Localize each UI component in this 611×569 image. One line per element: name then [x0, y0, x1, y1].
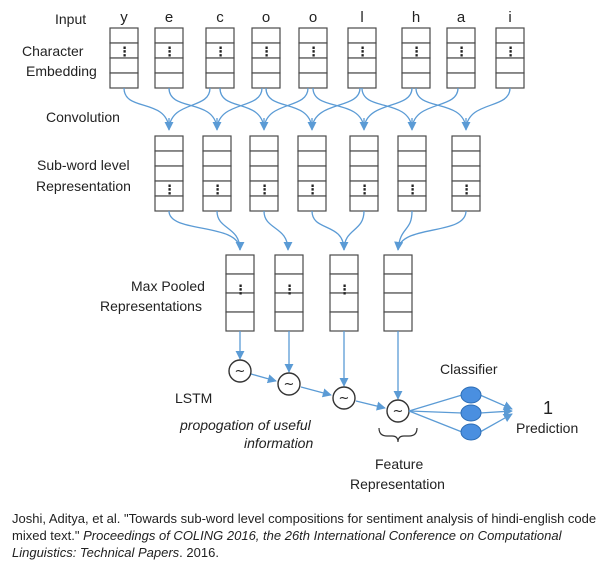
subword-dots-3: ⋮: [306, 183, 319, 198]
maxpool-to-lstm-arrows: [235, 331, 403, 400]
propagation-label-line1: propogation of useful: [179, 417, 312, 433]
embedding-dots-2: ⋮: [214, 45, 227, 60]
citation-plain: Joshi, Aditya, et al. "Towards sub-word …: [12, 511, 597, 543]
maxpool-connectors: [168, 210, 467, 251]
embedding-dots-5: ⋮: [356, 45, 369, 60]
subword-column-6: ⋮: [451, 135, 481, 212]
prediction-value: 1: [543, 398, 553, 418]
subword-dots-4: ⋮: [358, 183, 371, 198]
classifier-connectors: [408, 394, 513, 433]
input-char-1: e: [165, 9, 173, 26]
lstm-cell-1: ~: [277, 372, 301, 396]
maxpool-label-line1: Max Pooled: [131, 278, 205, 294]
subword-dots-1: ⋮: [211, 183, 224, 198]
embedding-dots-7: ⋮: [455, 45, 468, 60]
maxpool-dots-1: ⋮: [283, 283, 296, 298]
maxpool-column-0: ⋮: [225, 254, 255, 332]
maxpool-label-line2: Representations: [100, 298, 202, 314]
input-char-8: i: [508, 9, 511, 26]
input-char-3: o: [262, 9, 270, 26]
embedding-dots-8: ⋮: [504, 45, 517, 60]
subword-dots-0: ⋮: [163, 183, 176, 198]
embedding-column-0: ⋮: [109, 27, 139, 89]
subword-column-5: ⋮: [397, 135, 427, 212]
embedding-column-7: ⋮: [446, 27, 476, 89]
input-label: Input: [55, 11, 86, 27]
char-embedding-label-line2: Embedding: [26, 63, 97, 79]
convolution-label: Convolution: [46, 109, 120, 125]
propagation-label-line2: information: [244, 435, 313, 451]
maxpool-column-1: ⋮: [274, 254, 304, 332]
embedding-column-3: ⋮: [251, 27, 281, 89]
maxpool-column-3: [383, 254, 413, 332]
char-embedding-label-line1: Character: [22, 43, 84, 59]
input-char-4: o: [309, 9, 317, 26]
embedding-column-1: ⋮: [154, 27, 184, 89]
embedding-column-6: ⋮: [401, 27, 431, 89]
embedding-dots-1: ⋮: [163, 45, 176, 60]
embedding-column-5: ⋮: [347, 27, 377, 89]
embedding-column-8: ⋮: [495, 27, 525, 89]
subword-column-4: ⋮: [349, 135, 379, 212]
input-char-7: a: [457, 9, 466, 26]
embedding-column-2: ⋮: [205, 27, 235, 89]
input-char-5: l: [360, 9, 363, 26]
lstm-symbol-3: ~: [393, 404, 404, 419]
input-char-2: c: [216, 9, 224, 26]
classifier-label: Classifier: [440, 361, 498, 377]
embedding-dots-6: ⋮: [410, 45, 423, 60]
embedding-column-4: ⋮: [298, 27, 328, 89]
input-char-6: h: [412, 9, 420, 26]
lstm-symbol-2: ~: [339, 391, 350, 406]
maxpool-dots-2: ⋮: [338, 283, 351, 298]
embedding-dots-3: ⋮: [260, 45, 273, 60]
classifier-node-2: [460, 423, 482, 441]
maxpool-column-2: ⋮: [329, 254, 359, 332]
subword-column-0: ⋮: [154, 135, 184, 212]
classifier-node-1: [460, 404, 482, 422]
embedding-dots-4: ⋮: [307, 45, 320, 60]
prediction-label: Prediction: [516, 420, 578, 436]
subword-column-1: ⋮: [202, 135, 232, 212]
citation-venue: Proceedings of COLING 2016, the 26th Int…: [12, 528, 562, 560]
feature-label-line1: Feature: [375, 456, 423, 472]
subword-dots-6: ⋮: [460, 183, 473, 198]
subword-dots-5: ⋮: [406, 183, 419, 198]
convolution-connectors: [123, 87, 511, 131]
classifier-node-0: [460, 386, 482, 404]
lstm-recurrent-arrows: [250, 373, 386, 411]
lstm-cell-2: ~: [332, 386, 356, 410]
lstm-symbol-0: ~: [235, 364, 246, 379]
subword-column-2: ⋮: [249, 135, 279, 212]
feature-label-line2: Representation: [350, 476, 445, 492]
feature-brace: [378, 427, 418, 443]
lstm-label: LSTM: [175, 390, 212, 406]
lstm-cell-3: ~: [386, 399, 410, 423]
citation-tail: . 2016.: [179, 545, 219, 560]
classifier-nodes: [460, 386, 482, 441]
lstm-cell-0: ~: [228, 359, 252, 383]
subword-dots-2: ⋮: [258, 183, 271, 198]
embedding-dots-0: ⋮: [118, 45, 131, 60]
maxpool-dots-0: ⋮: [234, 283, 247, 298]
subword-label-line2: Representation: [36, 178, 131, 194]
lstm-symbol-1: ~: [284, 377, 295, 392]
citation: Joshi, Aditya, et al. "Towards sub-word …: [12, 510, 602, 561]
input-char-0: y: [120, 9, 128, 26]
subword-label-line1: Sub-word level: [37, 157, 130, 173]
subword-column-3: ⋮: [297, 135, 327, 212]
